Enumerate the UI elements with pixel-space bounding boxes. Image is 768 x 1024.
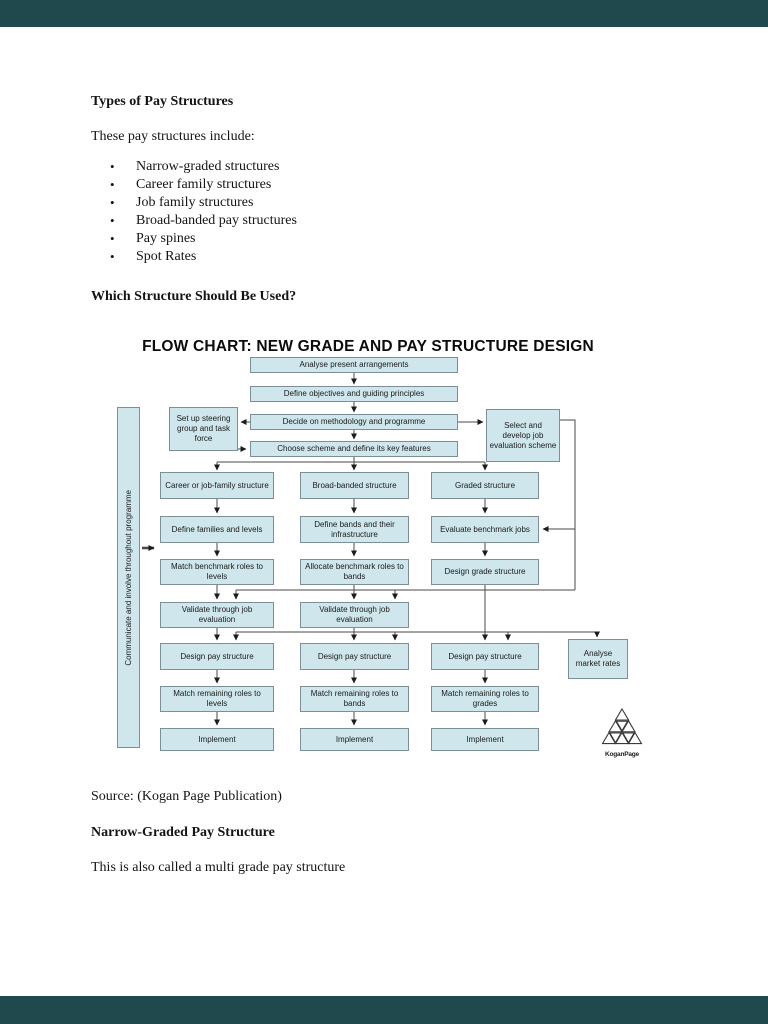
koganpage-logo-icon <box>601 707 643 745</box>
node-define-objectives: Define objectives and guiding principles <box>250 386 458 402</box>
communicate-side-bar: Communicate and involve throughout progr… <box>117 407 140 748</box>
node-match-benchmark: Match benchmark roles to levels <box>160 559 274 585</box>
node-select-develop: Select and develop job evaluation scheme <box>486 409 560 462</box>
viewer-bottom-bar <box>0 996 768 1024</box>
heading-types-of-pay-structures: Types of Pay Structures <box>91 94 234 109</box>
node-analyse-market: Analyse market rates <box>568 639 628 679</box>
node-define-families: Define families and levels <box>160 516 274 543</box>
node-graded-structure: Graded structure <box>431 472 539 499</box>
node-evaluate-benchmark: Evaluate benchmark jobs <box>431 516 539 543</box>
node-design-pay-2: Design pay structure <box>300 643 409 670</box>
node-implement-3: Implement <box>431 728 539 751</box>
node-validate-1: Validate through job evaluation <box>160 602 274 628</box>
closing-line: This is also called a multi grade pay st… <box>91 860 346 875</box>
node-broad-banded: Broad-banded structure <box>300 472 409 499</box>
list-item: Pay spines <box>110 231 297 249</box>
node-career-structure: Career or job-family structure <box>160 472 274 499</box>
heading-which-structure: Which Structure Should Be Used? <box>91 289 297 304</box>
node-match-remaining-3: Match remaining roles to grades <box>431 686 539 712</box>
node-decide-methodology: Decide on methodology and programme <box>250 414 458 430</box>
node-validate-2: Validate through job evaluation <box>300 602 409 628</box>
pay-structures-list: Narrow-graded structures Career family s… <box>110 159 297 267</box>
node-match-remaining-2: Match remaining roles to bands <box>300 686 409 712</box>
source-line: Source: (Kogan Page Publication) <box>91 789 282 804</box>
list-item: Job family structures <box>110 195 297 213</box>
node-implement-2: Implement <box>300 728 409 751</box>
node-design-pay-1: Design pay structure <box>160 643 274 670</box>
heading-narrow-graded: Narrow-Graded Pay Structure <box>91 825 275 840</box>
list-item: Broad-banded pay structures <box>110 213 297 231</box>
node-design-pay-3: Design pay structure <box>431 643 539 670</box>
node-setup-steering: Set up steering group and task force <box>169 407 238 451</box>
koganpage-logo-text: KoganPage <box>605 751 639 758</box>
node-design-grade: Design grade structure <box>431 559 539 585</box>
communicate-side-bar-label: Communicate and involve throughout progr… <box>124 489 133 666</box>
flow-chart-title: FLOW CHART: NEW GRADE AND PAY STRUCTURE … <box>142 338 594 355</box>
node-choose-scheme: Choose scheme and define its key feature… <box>250 441 458 457</box>
node-define-bands: Define bands and their infrastructure <box>300 516 409 543</box>
list-item: Spot Rates <box>110 249 297 267</box>
node-analyse-present: Analyse present arrangements <box>250 357 458 373</box>
intro-text: These pay structures include: <box>91 129 255 144</box>
list-item: Career family structures <box>110 177 297 195</box>
node-match-remaining-1: Match remaining roles to levels <box>160 686 274 712</box>
viewer-top-bar <box>0 0 768 27</box>
node-allocate-benchmark: Allocate benchmark roles to bands <box>300 559 409 585</box>
node-implement-1: Implement <box>160 728 274 751</box>
list-item: Narrow-graded structures <box>110 159 297 177</box>
